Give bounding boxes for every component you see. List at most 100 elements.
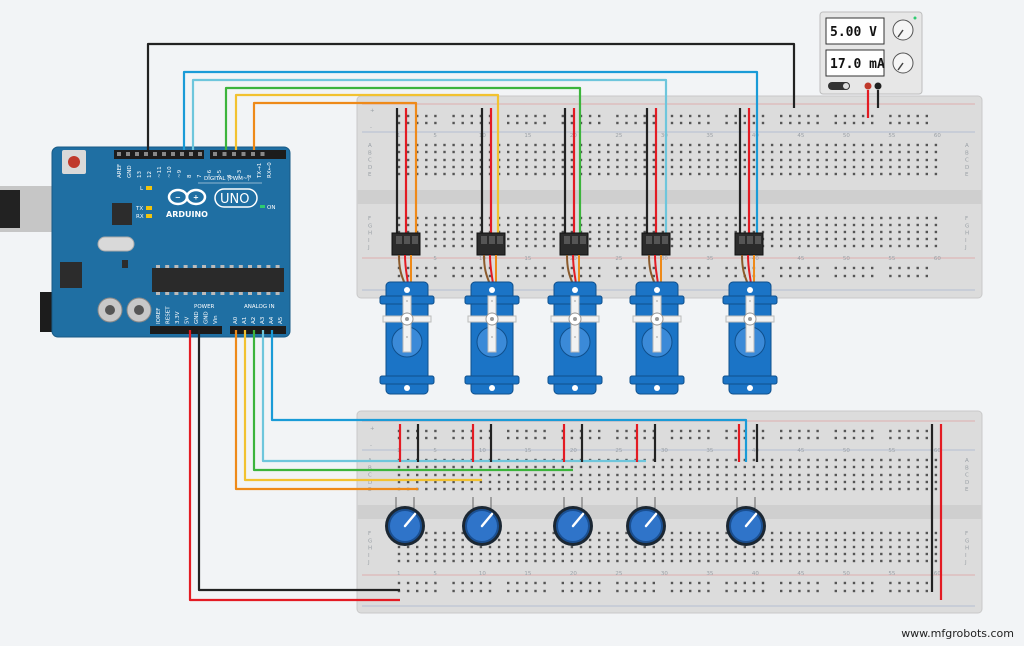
pin-label: ~9 [177, 169, 183, 178]
negative-terminal[interactable] [874, 82, 882, 90]
column-number: 45 [797, 448, 804, 454]
potentiometer-1[interactable] [385, 497, 425, 546]
potentiometer-4[interactable] [626, 497, 666, 546]
row-letter: F [965, 531, 968, 537]
wires [146, 42, 943, 602]
wire-a4-pot5[interactable] [270, 330, 748, 462]
pin-label: A3 [260, 316, 266, 324]
wire-pin10-servo5[interactable] [182, 70, 759, 236]
wire-pin5-servo2[interactable] [234, 93, 500, 236]
row-letter: A [368, 143, 372, 149]
power-supply[interactable]: 5.00 V 17.0 mA [819, 11, 923, 95]
servo-lead-wires [395, 108, 751, 236]
column-number: 5 [433, 133, 437, 139]
row-letter: C [965, 158, 969, 164]
wire-gnd-to-bb-black[interactable] [146, 42, 796, 150]
column-number: 35 [706, 133, 713, 139]
potentiometer-3[interactable] [553, 497, 593, 546]
servo-2[interactable] [464, 232, 520, 395]
potentiometer-jumpers [398, 424, 759, 462]
positive-terminal[interactable] [864, 82, 872, 90]
column-number: 30 [661, 133, 668, 139]
row-letter: E [965, 172, 969, 178]
pin-label: 5V [185, 317, 191, 324]
pin-label: 2 [247, 175, 253, 179]
pin-label: ~6 [207, 169, 213, 178]
row-letter: B [965, 465, 969, 471]
row-letter: A [965, 458, 969, 464]
arduino-logo: − + [167, 188, 207, 206]
pin-label: RX←0 [267, 162, 273, 178]
row-letter: B [368, 465, 372, 471]
potentiometer-2[interactable] [462, 497, 502, 546]
column-number: 25 [615, 571, 622, 577]
led-rx-label: RX [136, 214, 144, 220]
row-letter: A [965, 143, 969, 149]
column-number: 10 [479, 256, 486, 262]
pin-label: RESET [166, 306, 172, 324]
digital-header-left [114, 150, 204, 159]
row-letter: E [965, 487, 969, 493]
pin-label: 8 [187, 174, 193, 178]
wire-gnd-to-bb[interactable] [197, 330, 400, 592]
pin-label: A1 [242, 317, 248, 324]
potentiometer-5[interactable] [726, 497, 766, 546]
voltage-readout: 5.00 V [830, 25, 877, 40]
wire-a2-pot3[interactable] [252, 330, 573, 472]
top-bb-minus: - [370, 125, 372, 131]
row-letter: B [368, 150, 372, 156]
column-number: 20 [570, 571, 577, 577]
current-display [825, 49, 885, 77]
column-number: 45 [797, 133, 804, 139]
row-letter: F [965, 216, 968, 222]
pin-label: A4 [269, 316, 275, 324]
brand-label: ARDUINO [166, 210, 208, 219]
crystal [97, 236, 135, 252]
column-number: 45 [797, 571, 804, 577]
wire-a1-pot2[interactable] [243, 330, 482, 482]
chip-small [112, 203, 132, 225]
digital-header-right [210, 150, 286, 159]
row-letter: E [368, 172, 372, 178]
row-letter: H [965, 546, 969, 552]
wire-a0-pot1[interactable] [234, 330, 418, 491]
column-number: 5 [433, 448, 437, 454]
wire-pin3-servo1[interactable] [252, 101, 418, 236]
row-letter: D [368, 165, 372, 171]
column-number: 5 [433, 571, 437, 577]
row-letter: C [965, 473, 969, 479]
column-number: 55 [888, 448, 895, 454]
pin-label: AREF [117, 164, 123, 178]
reset-button-cap[interactable] [68, 156, 80, 168]
column-number: 55 [888, 256, 895, 262]
row-letter: E [368, 487, 372, 493]
column-number: 1 [397, 448, 401, 454]
column-number: 25 [615, 256, 622, 262]
servo-1[interactable] [379, 232, 435, 395]
servo-5[interactable] [722, 232, 778, 395]
digital-header-label: DIGITAL (PWM~) [204, 176, 250, 182]
column-number: 5 [433, 256, 437, 262]
column-number: 1 [397, 133, 401, 139]
servo-3[interactable] [547, 232, 603, 395]
row-letter: I [965, 553, 967, 559]
pin-label: 4 [227, 174, 233, 178]
wire-pin6-servo3[interactable] [224, 86, 582, 236]
wire-pin9-servo4[interactable] [191, 78, 668, 236]
row-letter: J [964, 560, 967, 566]
column-number: 50 [843, 256, 850, 262]
atmega-chip [152, 268, 284, 292]
wire-a3-pot4[interactable] [261, 330, 646, 463]
pin-label: IOREF [156, 308, 162, 324]
servo-4[interactable] [629, 232, 685, 395]
wire-5v-to-bb[interactable] [188, 330, 400, 602]
